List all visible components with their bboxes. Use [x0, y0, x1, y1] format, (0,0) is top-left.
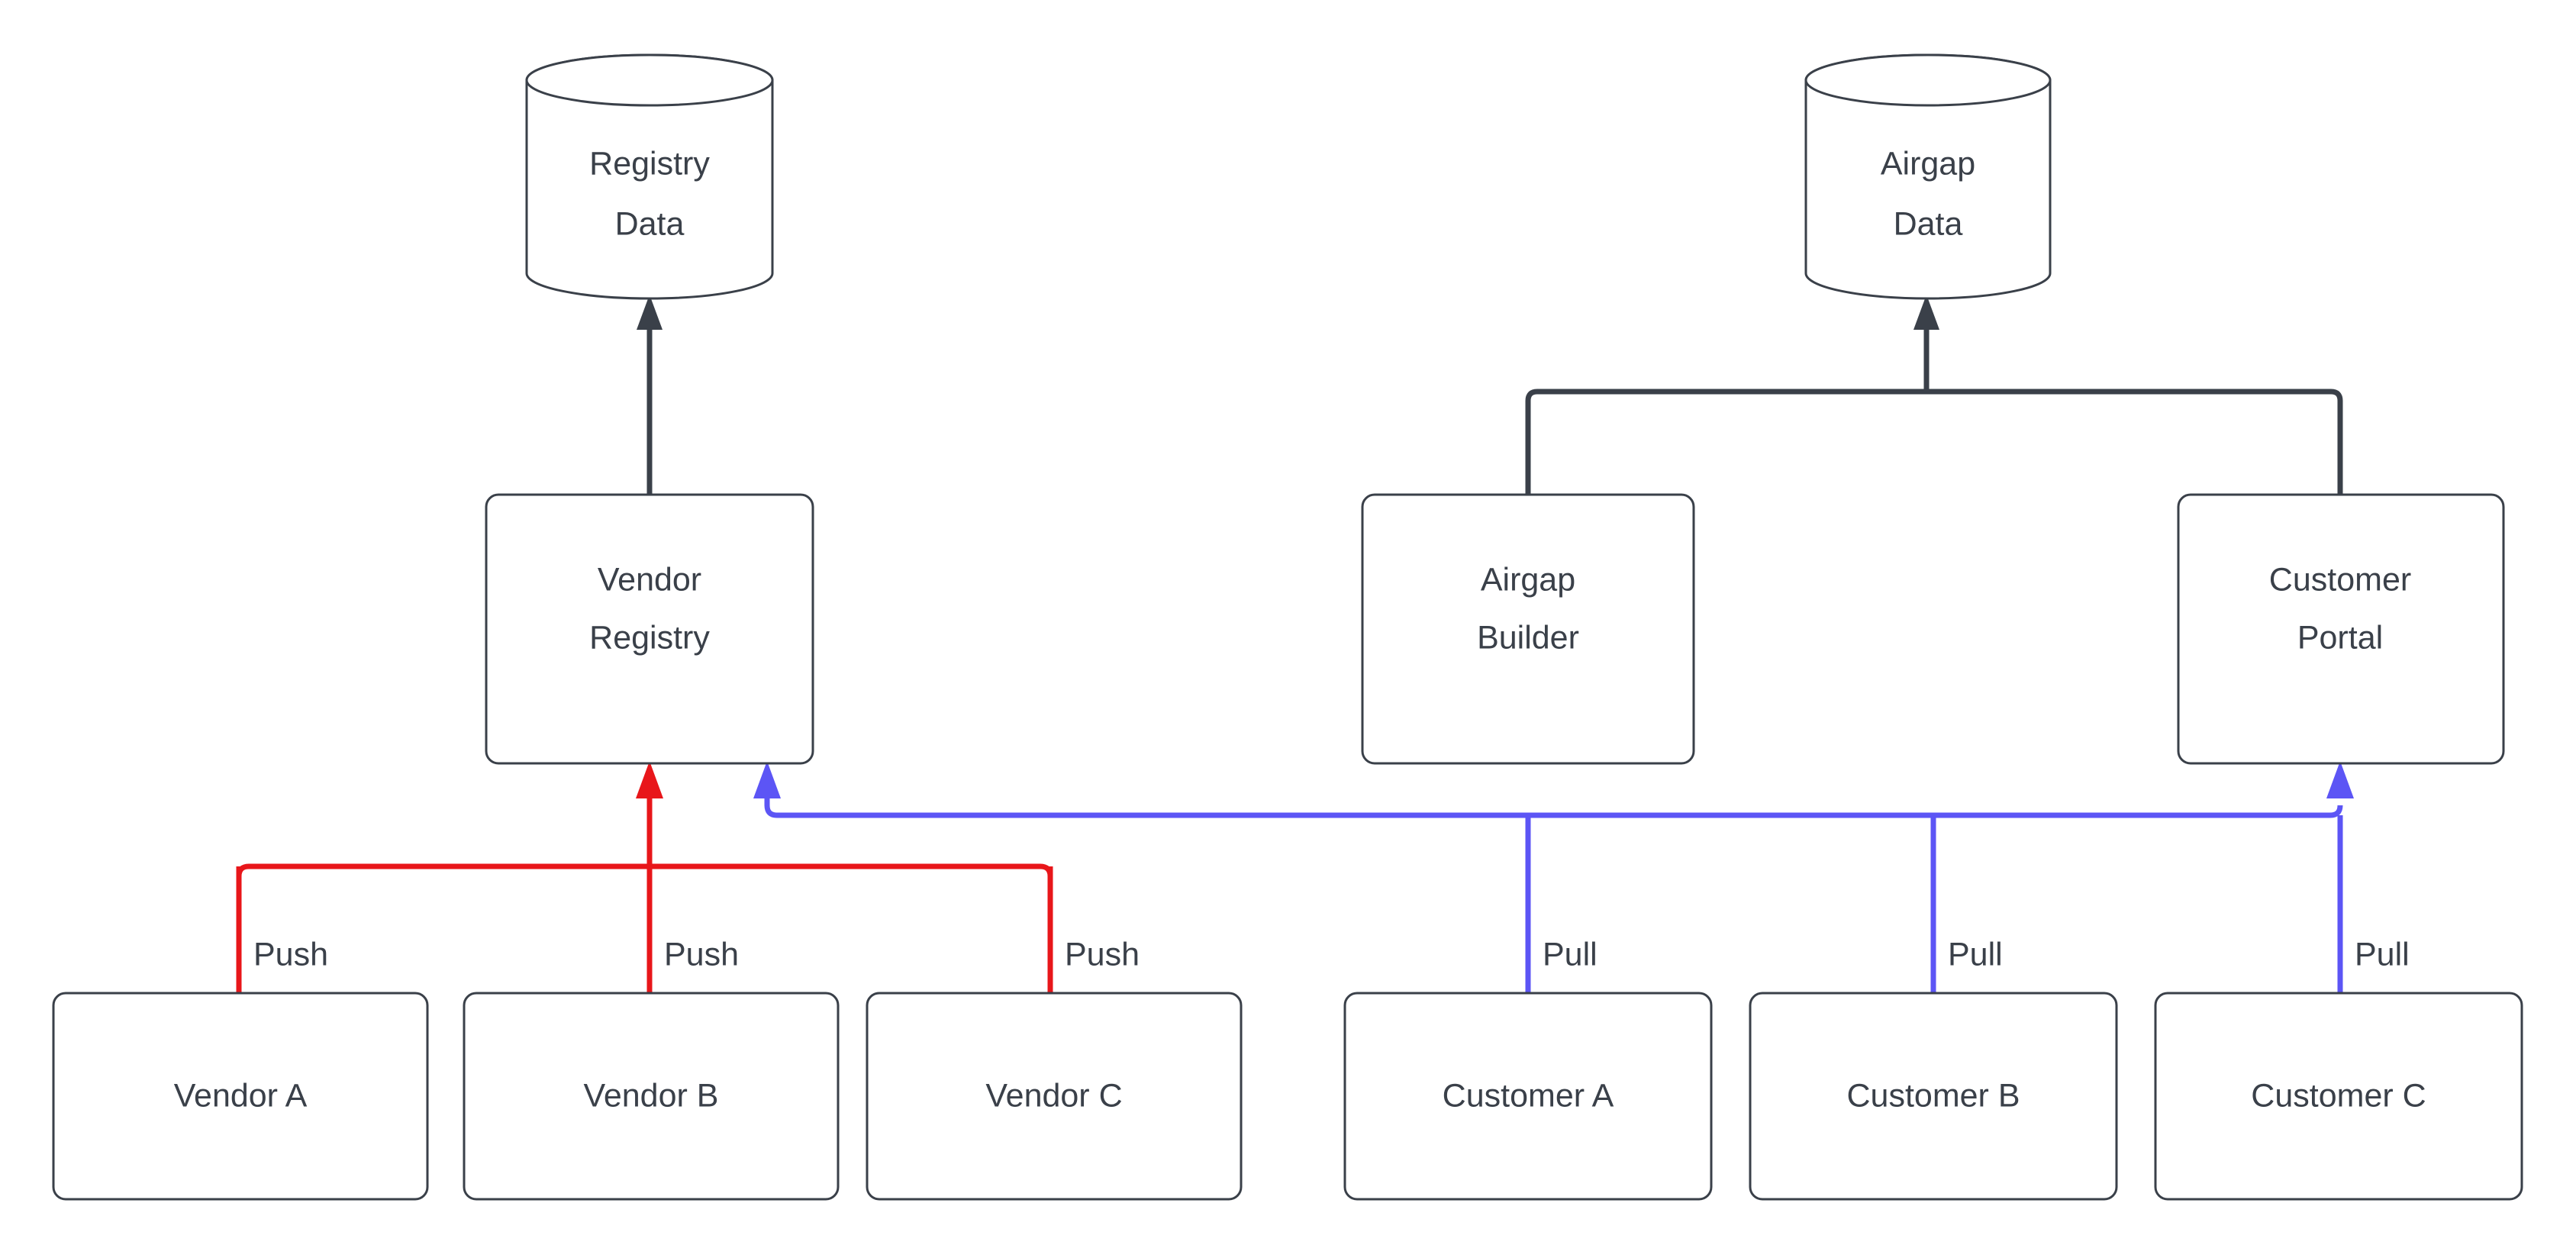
- edge-airgap-data-inflow: [1913, 295, 1939, 392]
- node-box: [1361, 493, 1695, 765]
- cylinder-top-ellipse: [1804, 53, 2052, 107]
- arrow-head-up-icon: [1913, 295, 1939, 330]
- node-vendor-registry[interactable]: Vendor Registry: [485, 493, 814, 765]
- node-box: [52, 992, 429, 1201]
- node-customer-c[interactable]: Customer C: [2154, 992, 2523, 1201]
- edge-line: [1926, 389, 2343, 495]
- node-label-line1: Registry: [589, 145, 710, 182]
- node-box: [1343, 992, 1713, 1201]
- edge-label-push-vendor-a: Push: [253, 936, 328, 973]
- node-label: Customer C: [2251, 1077, 2426, 1114]
- edge-label-pull-customer-a: Pull: [1543, 936, 1598, 973]
- edge-line: [1525, 389, 1926, 495]
- node-box: [485, 493, 814, 765]
- node-label: Vendor A: [174, 1077, 308, 1114]
- node-box: [2154, 992, 2523, 1201]
- node-vendor-b[interactable]: Vendor B: [463, 992, 840, 1201]
- arrow-head-up-icon: [2326, 761, 2354, 798]
- node-vendor-a[interactable]: Vendor A: [52, 992, 429, 1201]
- node-label-line2: Registry: [589, 619, 710, 656]
- node-customer-a[interactable]: Customer A: [1343, 992, 1713, 1201]
- edge-customer-portal-to-airgap-data: [1926, 389, 2343, 495]
- node-label-line2: Data: [615, 205, 685, 242]
- arrow-head-up-icon: [636, 761, 663, 798]
- node-airgap-data[interactable]: Airgap Data: [1804, 53, 2052, 300]
- node-label-line2: Portal: [2297, 619, 2383, 656]
- cylinder-top-ellipse: [525, 53, 774, 107]
- node-label-line2: Builder: [1477, 619, 1579, 656]
- pull-bus-line: [764, 785, 2343, 818]
- node-label: Vendor B: [584, 1077, 719, 1114]
- edge-label-push-vendor-b: Push: [664, 936, 739, 973]
- node-label: Customer A: [1443, 1077, 1614, 1114]
- node-label-line1: Vendor: [598, 561, 701, 598]
- edge-airgap-builder-to-airgap-data: [1525, 389, 1926, 495]
- node-box: [866, 992, 1243, 1201]
- node-registry-data[interactable]: Registry Data: [525, 53, 774, 300]
- arrow-head-up-icon: [637, 295, 663, 330]
- edge-label-pull-customer-c: Pull: [2355, 936, 2410, 973]
- node-vendor-c[interactable]: Vendor C: [866, 992, 1243, 1201]
- edge-group-pull-blue: [753, 761, 2354, 992]
- node-customer-b[interactable]: Customer B: [1749, 992, 2118, 1201]
- arrow-head-up-icon: [753, 761, 781, 798]
- node-label: Customer B: [1846, 1077, 2020, 1114]
- node-box: [2177, 493, 2505, 765]
- node-airgap-builder[interactable]: Airgap Builder: [1361, 493, 1695, 765]
- node-label-line1: Customer: [2269, 561, 2411, 598]
- node-label-line1: Airgap: [1481, 561, 1575, 598]
- edge-group-push-red: [236, 761, 1053, 992]
- node-label-line1: Airgap: [1881, 145, 1975, 182]
- node-box: [1749, 992, 2118, 1201]
- edge-label-pull-customer-b: Pull: [1948, 936, 2003, 973]
- push-bus-line: [236, 863, 1053, 877]
- node-customer-portal[interactable]: Customer Portal: [2177, 493, 2505, 765]
- node-box: [463, 992, 840, 1201]
- edge-label-push-vendor-c: Push: [1065, 936, 1140, 973]
- edge-vendor-registry-to-registry-data: [637, 295, 663, 495]
- node-label-line2: Data: [1894, 205, 1963, 242]
- node-label: Vendor C: [985, 1077, 1122, 1114]
